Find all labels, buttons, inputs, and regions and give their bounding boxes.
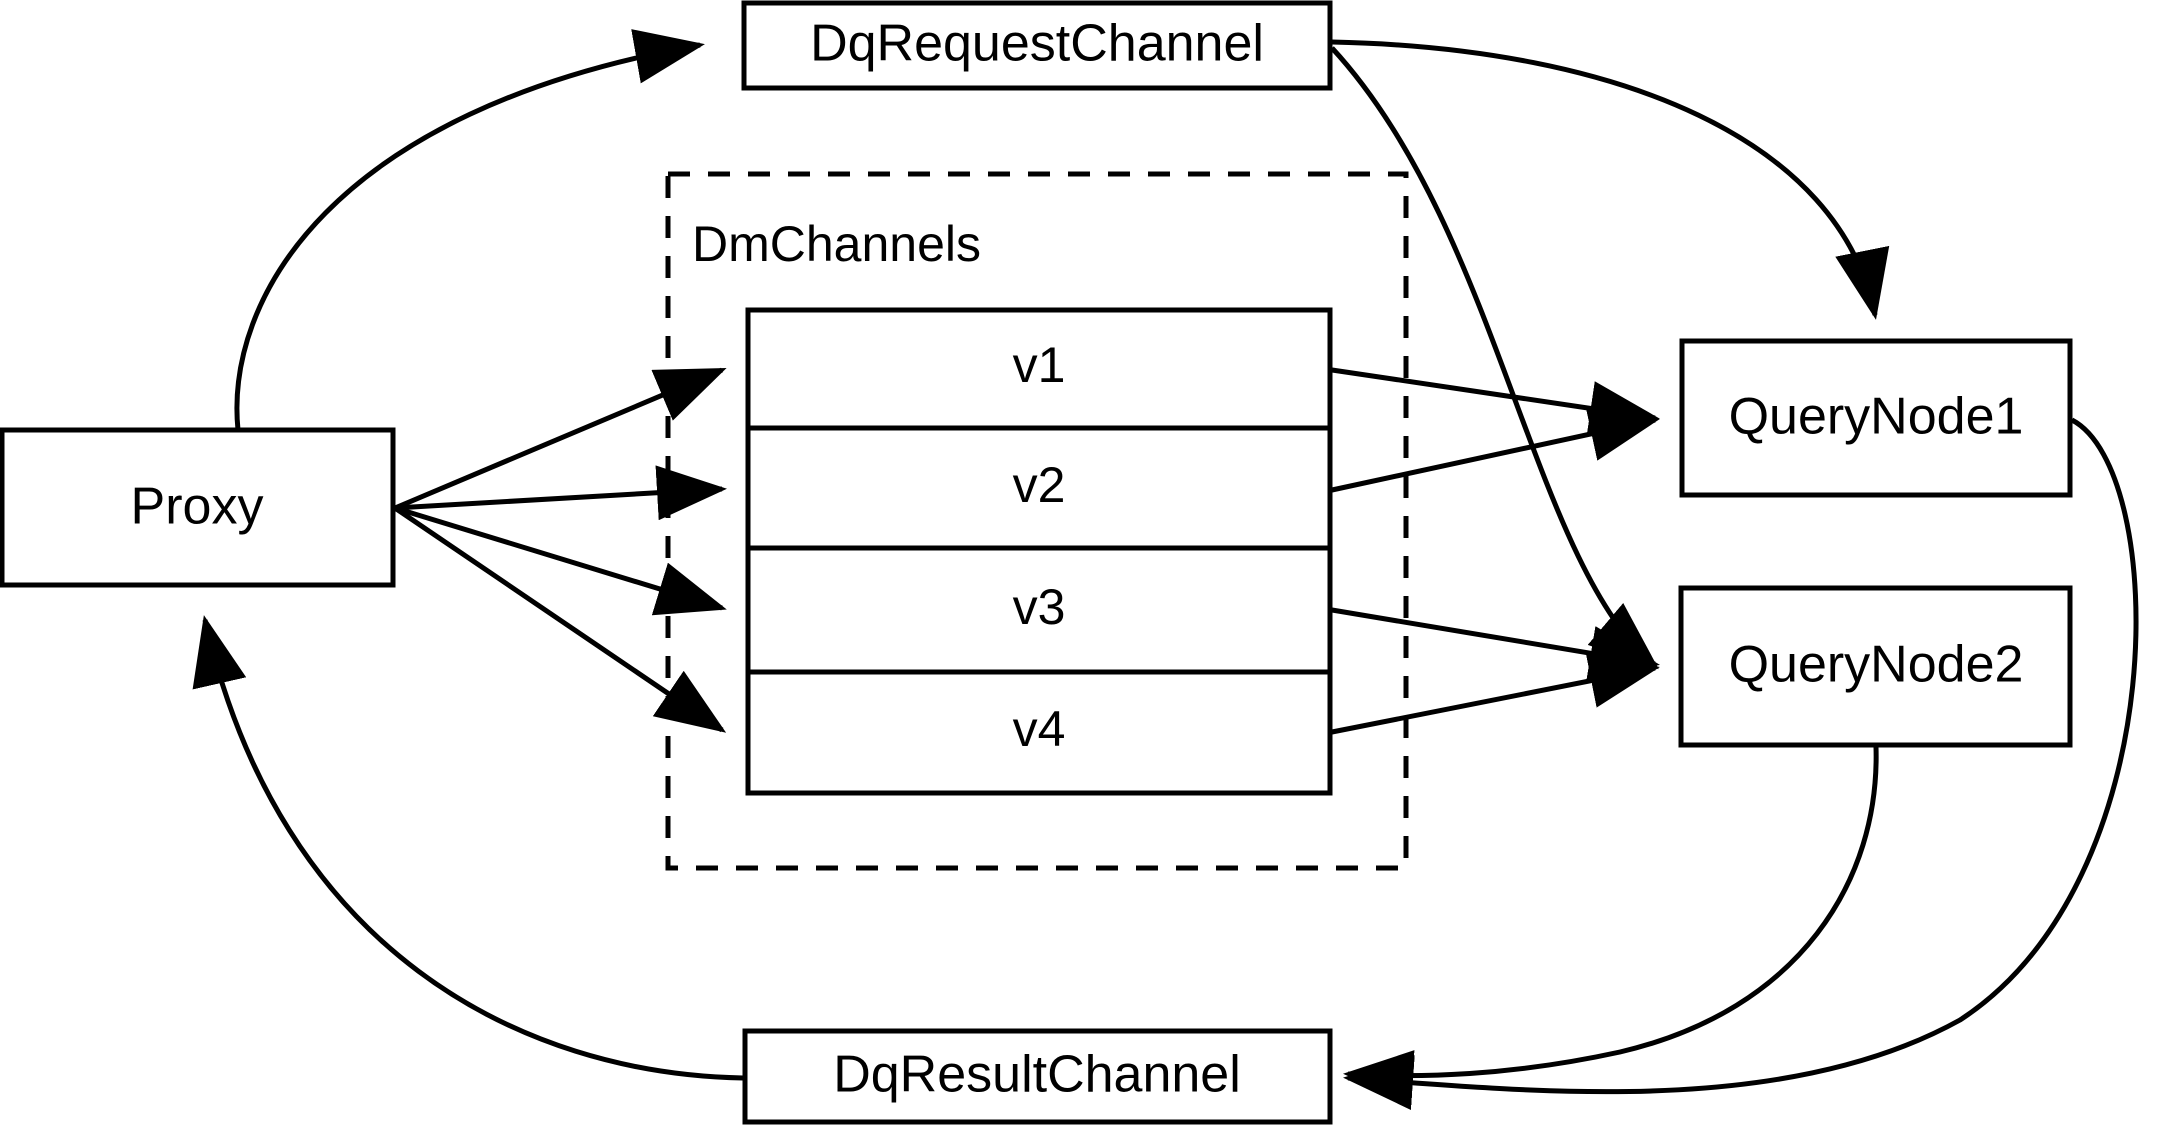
edge-query-node-1-to-dq-result-channel bbox=[1343, 417, 2139, 1110]
query-node-2-box[interactable] bbox=[1678, 585, 2073, 748]
edge-v1-to-query-node-1 bbox=[1331, 367, 1660, 436]
node-query-node-1[interactable]: QueryNode1 bbox=[1679, 338, 2073, 498]
proxy-box[interactable] bbox=[0, 427, 396, 588]
dm-channels-group-label: DmChannels bbox=[692, 216, 981, 272]
edge-proxy-to-v2 bbox=[394, 465, 727, 521]
channel-row-v4-label[interactable]: v4 bbox=[1013, 701, 1066, 757]
query-node-2-label: QueryNode2 bbox=[1729, 636, 2024, 694]
edge-query-node-2-to-dq-result-channel bbox=[1343, 746, 1879, 1106]
edge-proxy-to-v4 bbox=[393, 505, 727, 733]
proxy-label: Proxy bbox=[131, 478, 264, 536]
channel-row-v1-label[interactable]: v1 bbox=[1013, 337, 1066, 393]
edge-proxy-to-dq-request-channel bbox=[234, 29, 705, 431]
dq-request-channel-box[interactable] bbox=[741, 0, 1333, 91]
query-node-1-label: QueryNode1 bbox=[1729, 388, 2024, 446]
node-proxy[interactable]: Proxy bbox=[0, 427, 396, 588]
node-dq-request-channel[interactable]: DqRequestChannel bbox=[741, 0, 1333, 91]
edge-proxy-to-v3 bbox=[394, 505, 727, 616]
node-dq-result-channel[interactable]: DqResultChannel bbox=[742, 1028, 1333, 1125]
edge-v2-to-query-node-1 bbox=[1331, 406, 1660, 493]
dq-request-channel-label: DqRequestChannel bbox=[810, 15, 1264, 73]
channel-table: v1 v2 v3 v4 bbox=[745, 307, 1333, 796]
edge-v4-to-query-node-2 bbox=[1331, 653, 1660, 735]
query-node-1-box[interactable] bbox=[1679, 338, 2073, 498]
edge-dq-request-channel-to-query-node-2 bbox=[1330, 46, 1659, 670]
edge-v3-to-query-node-2 bbox=[1331, 607, 1660, 681]
edge-dq-result-channel-to-proxy bbox=[192, 615, 744, 1081]
dm-channels-group: DmChannels bbox=[665, 171, 1409, 871]
dq-result-channel-label: DqResultChannel bbox=[833, 1046, 1241, 1104]
channel-table-border bbox=[745, 307, 1333, 796]
dm-channels-group-border bbox=[665, 171, 1409, 871]
channel-row-v3-label[interactable]: v3 bbox=[1013, 579, 1066, 635]
edge-proxy-to-v1 bbox=[394, 367, 727, 511]
node-query-node-2[interactable]: QueryNode2 bbox=[1678, 585, 2073, 748]
dq-result-channel-box[interactable] bbox=[742, 1028, 1333, 1125]
edge-dq-request-channel-to-query-node-1 bbox=[1331, 39, 1890, 320]
channel-row-v2-label[interactable]: v2 bbox=[1013, 457, 1066, 513]
